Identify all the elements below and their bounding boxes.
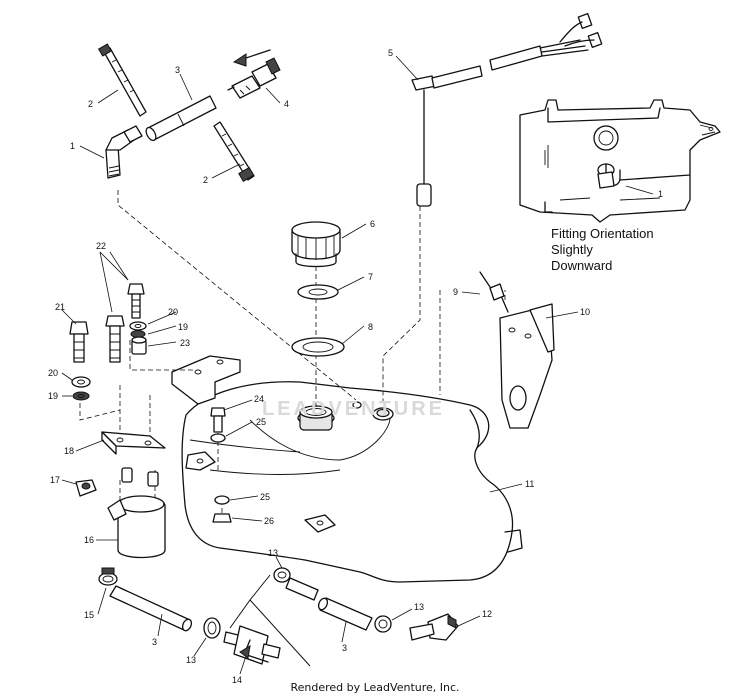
callout-20: 20: [48, 368, 58, 378]
callout-24: 24: [254, 394, 264, 404]
callout-17: 17: [50, 475, 60, 485]
upper-fuel-hose: [145, 95, 217, 142]
callout-7: 7: [368, 272, 373, 282]
callout-23: 23: [180, 338, 190, 348]
callout-16: 16: [84, 535, 94, 545]
callout-13: 13: [414, 602, 424, 612]
fuel-filter-canister: [107, 467, 166, 559]
lower-hose-clamp-13c: [374, 615, 392, 633]
callout-18: 18: [64, 446, 74, 456]
callout-8: 8: [368, 322, 373, 332]
fuel-cap: [291, 221, 341, 268]
cap-gasket: [297, 284, 339, 300]
fuel-sender: [411, 13, 603, 207]
lower-hose-clamp-15: [98, 567, 118, 586]
lower-fuel-hose-right: [317, 597, 373, 631]
note-line-1: Fitting Orientation: [551, 226, 654, 241]
callout-13: 13: [186, 655, 196, 665]
callout-3: 3: [152, 637, 157, 647]
callout-2: 2: [203, 175, 208, 185]
callout-3: 3: [175, 65, 180, 75]
callout-2: 2: [88, 99, 93, 109]
callout-leaders: [61, 55, 654, 675]
callout-11: 11: [525, 479, 534, 489]
washers-and-spacers: [71, 321, 232, 523]
fuel-shutoff-valve: [227, 57, 281, 99]
lower-fuel-line-route: [229, 574, 311, 667]
callout-numbers: 1 1 2 2 3 3 3 4 5 6 7 8 9 10 11 12 13 13…: [48, 48, 663, 685]
filler-neck-seal: [291, 337, 345, 357]
callout-10: 10: [580, 307, 590, 317]
vent-fitting: [479, 271, 509, 313]
flange-nut: [75, 479, 97, 497]
callout-12: 12: [482, 609, 492, 619]
note-line-3: Downward: [551, 258, 613, 273]
tank-upper-bracket: [171, 355, 241, 405]
callout-4: 4: [284, 99, 289, 109]
callout-1: 1: [70, 141, 75, 151]
callout-5: 5: [388, 48, 393, 58]
lower-hose-clamp-13: [203, 617, 221, 639]
callout-19: 19: [48, 391, 58, 401]
callout-20: 20: [168, 307, 178, 317]
outlet-elbow-fitting: [409, 613, 459, 641]
filter-flow-arrow: [239, 645, 269, 663]
hose-clamp-tie-lower: [213, 121, 255, 183]
callout-25: 25: [260, 492, 270, 502]
bracket-bolts: [69, 283, 226, 433]
callout-22: 22: [96, 241, 106, 251]
flow-arrow: [232, 49, 271, 67]
callout-13: 13: [268, 548, 278, 558]
callout-26: 26: [264, 516, 274, 526]
fuel-tank: [181, 381, 523, 583]
hose-clamp-tie-upper: [97, 43, 147, 117]
callout-14: 14: [232, 675, 242, 685]
fitting-orientation-note: Fitting Orientation Slightly Downward: [551, 226, 654, 274]
callout-15: 15: [84, 610, 94, 620]
callout-6: 6: [370, 219, 375, 229]
filter-bracket: [101, 431, 166, 455]
inline-fuel-filter: [223, 625, 281, 665]
note-line-2: Slightly: [551, 242, 593, 257]
callout-19: 19: [178, 322, 188, 332]
fitting-orientation-inset: [519, 99, 721, 223]
callout-1-inset: 1: [658, 189, 663, 199]
lower-fuel-hose-left: [109, 585, 193, 632]
callout-3: 3: [342, 643, 347, 653]
elbow-fitting: [105, 125, 143, 179]
lower-hose-clamp-13b: [273, 567, 291, 583]
callout-25: 25: [256, 417, 266, 427]
callout-21: 21: [55, 302, 65, 312]
rendered-by-footer: Rendered by LeadVenture, Inc.: [290, 681, 460, 694]
callout-9: 9: [453, 287, 458, 297]
watermark: LEADVENTURE: [262, 398, 446, 420]
tank-mounting-bracket: [499, 303, 555, 429]
lower-fuel-hose-short: [285, 577, 319, 601]
